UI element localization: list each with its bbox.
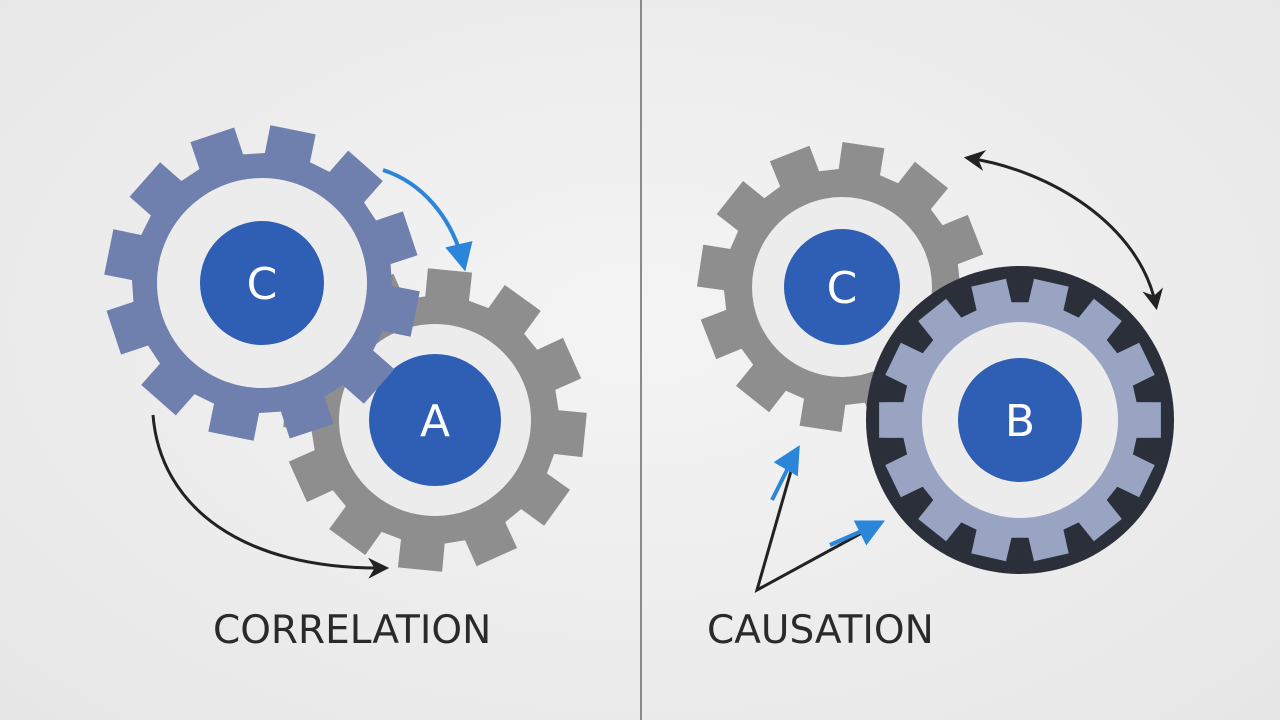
gear-b: B [866,266,1174,574]
gear-c-right-label: C [827,263,858,314]
gear-c-left: C [104,125,420,441]
gear-c-left-center [200,221,324,345]
gear-b-center [958,358,1082,482]
correlation-caption: CORRELATION [213,608,492,653]
gear-a-label: A [420,396,450,447]
blue-up-arrow-shaft [770,449,799,501]
dark-double-arrow [963,150,1164,311]
dark-fork-lines [754,449,881,594]
blue-curved-arrow [382,168,473,272]
gear-b-label: B [1005,396,1035,447]
gear-c-right-center [784,229,900,345]
blue-right-arrow-shaft [829,521,881,547]
gear-a-center [369,354,501,486]
causation-caption: CAUSATION [707,608,934,653]
panel-divider [640,0,642,720]
dark-curved-arrow [151,414,390,579]
gear-c-left-label: C [247,259,278,310]
